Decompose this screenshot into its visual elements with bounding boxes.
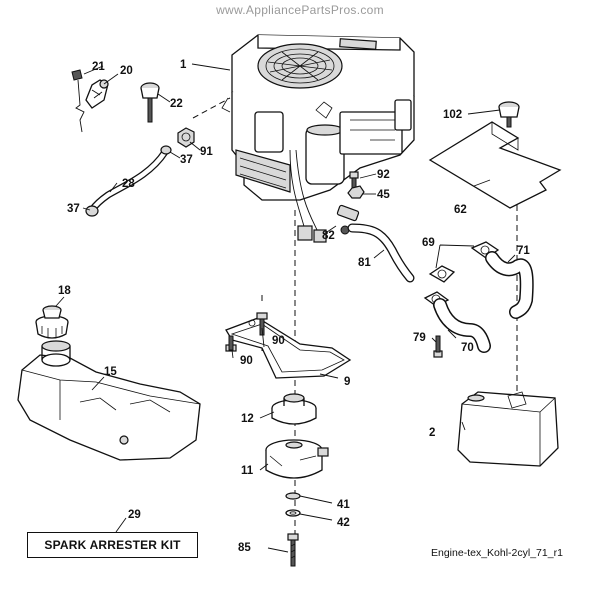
callout-1: 1 bbox=[180, 59, 187, 71]
leader-lines bbox=[55, 63, 516, 553]
callout-92: 92 bbox=[377, 169, 390, 181]
engine[interactable] bbox=[221, 34, 415, 243]
fuel-fitting[interactable] bbox=[177, 127, 195, 148]
callout-9: 9 bbox=[344, 376, 350, 388]
callout-81: 81 bbox=[358, 257, 371, 269]
callout-79: 79 bbox=[413, 332, 426, 344]
watermark: www.AppliancePartsPros.com bbox=[216, 3, 384, 17]
callout-22: 22 bbox=[170, 98, 183, 110]
callout-82: 82 bbox=[322, 230, 335, 242]
callout-70: 70 bbox=[461, 342, 474, 354]
fuel-cap[interactable] bbox=[35, 305, 69, 339]
callout-11: 11 bbox=[241, 465, 254, 477]
callout-18: 18 bbox=[58, 285, 71, 297]
callout-37-top: 37 bbox=[180, 154, 193, 166]
callout-12: 12 bbox=[241, 413, 254, 425]
connector-and-hose[interactable] bbox=[336, 204, 415, 283]
callout-42: 42 bbox=[337, 517, 350, 529]
exhaust-pipes[interactable] bbox=[423, 241, 534, 353]
electric-clutch[interactable] bbox=[265, 439, 329, 479]
callout-41: 41 bbox=[337, 499, 350, 511]
callout-90-top: 90 bbox=[272, 335, 285, 347]
callout-20: 20 bbox=[120, 65, 133, 77]
callout-15: 15 bbox=[104, 366, 117, 378]
callout-69: 69 bbox=[422, 237, 435, 249]
callout-102: 102 bbox=[443, 109, 462, 121]
callout-62: 62 bbox=[454, 204, 467, 216]
choke-assembly[interactable] bbox=[71, 69, 109, 133]
callout-91: 91 bbox=[200, 146, 213, 158]
callout-numbers: 1 21 20 22 91 37 28 37 92 45 82 81 102 6… bbox=[58, 59, 530, 554]
washers-and-bolt[interactable] bbox=[285, 492, 301, 567]
callout-37-bottom: 37 bbox=[67, 203, 80, 215]
muffler[interactable] bbox=[457, 391, 559, 467]
callout-71: 71 bbox=[517, 245, 530, 257]
callout-2: 2 bbox=[429, 427, 435, 439]
fuel-line[interactable] bbox=[85, 145, 172, 217]
callout-21: 21 bbox=[92, 61, 105, 73]
callout-28: 28 bbox=[122, 178, 135, 190]
callout-90-bottom: 90 bbox=[240, 355, 253, 367]
heat-shield[interactable] bbox=[428, 101, 562, 209]
bolt-and-nut[interactable] bbox=[347, 171, 365, 199]
pulley[interactable] bbox=[271, 393, 317, 425]
throttle-knob[interactable] bbox=[140, 82, 160, 123]
diagram-caption: Engine-tex_Kohl-2cyl_71_r1 bbox=[431, 547, 563, 559]
fuel-tank[interactable] bbox=[17, 340, 201, 461]
callout-29: 29 bbox=[128, 509, 141, 521]
engine-bracket[interactable] bbox=[225, 312, 352, 379]
callout-45: 45 bbox=[377, 189, 390, 201]
callout-85: 85 bbox=[238, 542, 251, 554]
spark-arrester-kit-box: SPARK ARRESTER KIT bbox=[27, 532, 198, 558]
exhaust-bolt[interactable] bbox=[433, 335, 443, 358]
spark-arrester-kit-label: SPARK ARRESTER KIT bbox=[44, 538, 181, 552]
